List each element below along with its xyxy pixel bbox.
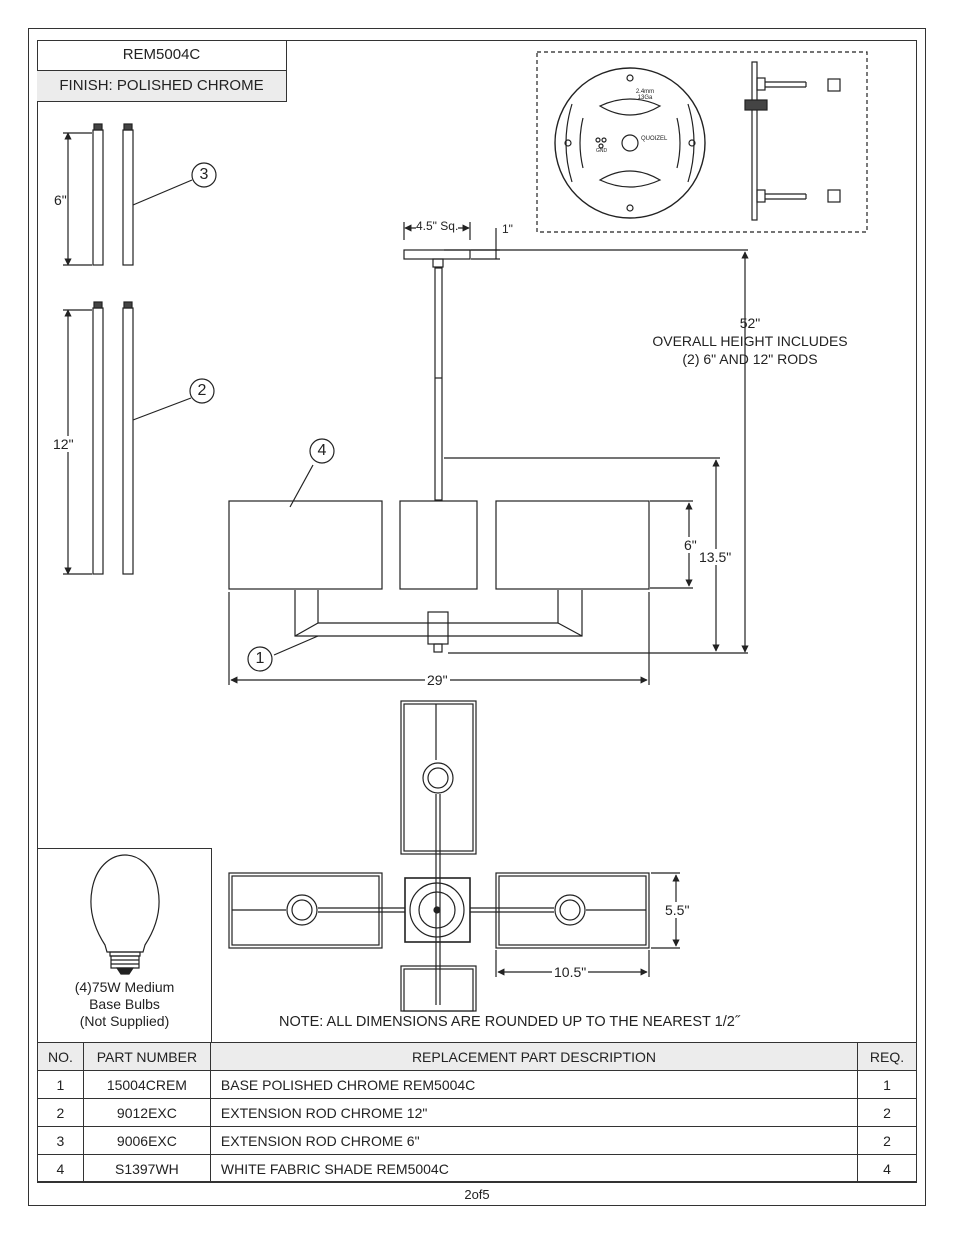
plate-gnd: GND [596,148,608,154]
callout-4-circle [309,438,335,464]
table-row: 4 S1397WH WHITE FABRIC SHADE REM5004C 4 [37,1154,917,1183]
dimensions-note: NOTE: ALL DIMENSIONS ARE ROUNDED UP TO T… [279,1014,740,1030]
callout-3-circle [191,162,217,188]
callout-1: 1 [255,650,265,667]
callout-1-circle [247,646,273,672]
overall-height-dim: 52" OVERALL HEIGHT INCLUDES (2) 6" AND 1… [652,315,848,367]
row-description: EXTENSION ROD CHROME 6" [209,1126,859,1155]
row-description: WHITE FABRIC SHADE REM5004C [209,1154,859,1183]
shade-height-dim: 6" [684,537,697,553]
row-part-number: 9012EXC [82,1098,211,1127]
row-req: 2 [857,1126,917,1155]
table-row: 2 9012EXC EXTENSION ROD CHROME 12" 2 [37,1098,917,1127]
row-part-number: 9006EXC [82,1126,211,1155]
page-frame [28,28,926,1206]
row-description: EXTENSION ROD CHROME 12" [209,1098,859,1127]
parts-table-header: NO. PART NUMBER REPLACEMENT PART DESCRIP… [37,1042,917,1071]
rod-12-dim: 12" [53,436,74,452]
header-req: REQ. [857,1042,917,1071]
base-arms [294,590,583,653]
header-description: REPLACEMENT PART DESCRIPTION [209,1042,859,1071]
row-req: 4 [857,1154,917,1183]
page-number: 2of5 [464,1187,490,1202]
model-header: REM5004C FINISH: POLISHED CHROME [37,40,287,102]
body-height-dim: 13.5" [699,549,732,565]
extension-rods-6 [63,123,193,266]
down-rod [434,267,443,501]
parts-table: NO. PART NUMBER REPLACEMENT PART DESCRIP… [37,1042,917,1183]
bulb-info-box: (4)75W Medium Base Bulbs (Not Supplied) [37,848,212,1042]
callout-2-circle [189,378,215,404]
canopy-dim: 4.5" Sq. [416,219,459,233]
row-description: BASE POLISHED CHROME REM5004C [209,1070,859,1099]
extension-rods-12 [63,301,192,575]
row-part-number: S1397WH [82,1154,211,1183]
row-no: 1 [37,1070,84,1099]
shades-front-view [228,500,650,590]
model-number: REM5004C [37,40,287,71]
row-no: 4 [37,1154,84,1183]
row-req: 1 [857,1070,917,1099]
rod-6-dim: 6" [54,192,67,208]
width-dim: 29" [425,672,450,688]
row-no: 3 [37,1126,84,1155]
bulb-icon [90,854,160,975]
header-part-number: PART NUMBER [82,1042,211,1071]
shade-depth-dim: 5.5" [665,902,690,918]
finish-label: FINISH: POLISHED CHROME [37,71,287,102]
callout-3: 3 [199,166,209,183]
top-view [228,700,650,1012]
table-row: 3 9006EXC EXTENSION ROD CHROME 6" 2 [37,1126,917,1155]
bulb-caption: (4)75W Medium Base Bulbs (Not Supplied) [74,979,175,1029]
mounting-plate-detail [536,51,868,233]
plate-brand: QUOIZEL [641,136,668,142]
plate-gauge: 2.4mm 13Ga [635,89,655,101]
row-part-number: 15004CREM [82,1070,211,1099]
row-req: 2 [857,1098,917,1127]
shade-length-dim: 10.5" [552,964,589,980]
callout-2: 2 [197,382,207,399]
callout-4: 4 [317,442,327,459]
row-no: 2 [37,1098,84,1127]
table-row: 1 15004CREM BASE POLISHED CHROME REM5004… [37,1070,917,1099]
canopy-height-dim: 1" [502,222,513,236]
header-no: NO. [37,1042,84,1071]
